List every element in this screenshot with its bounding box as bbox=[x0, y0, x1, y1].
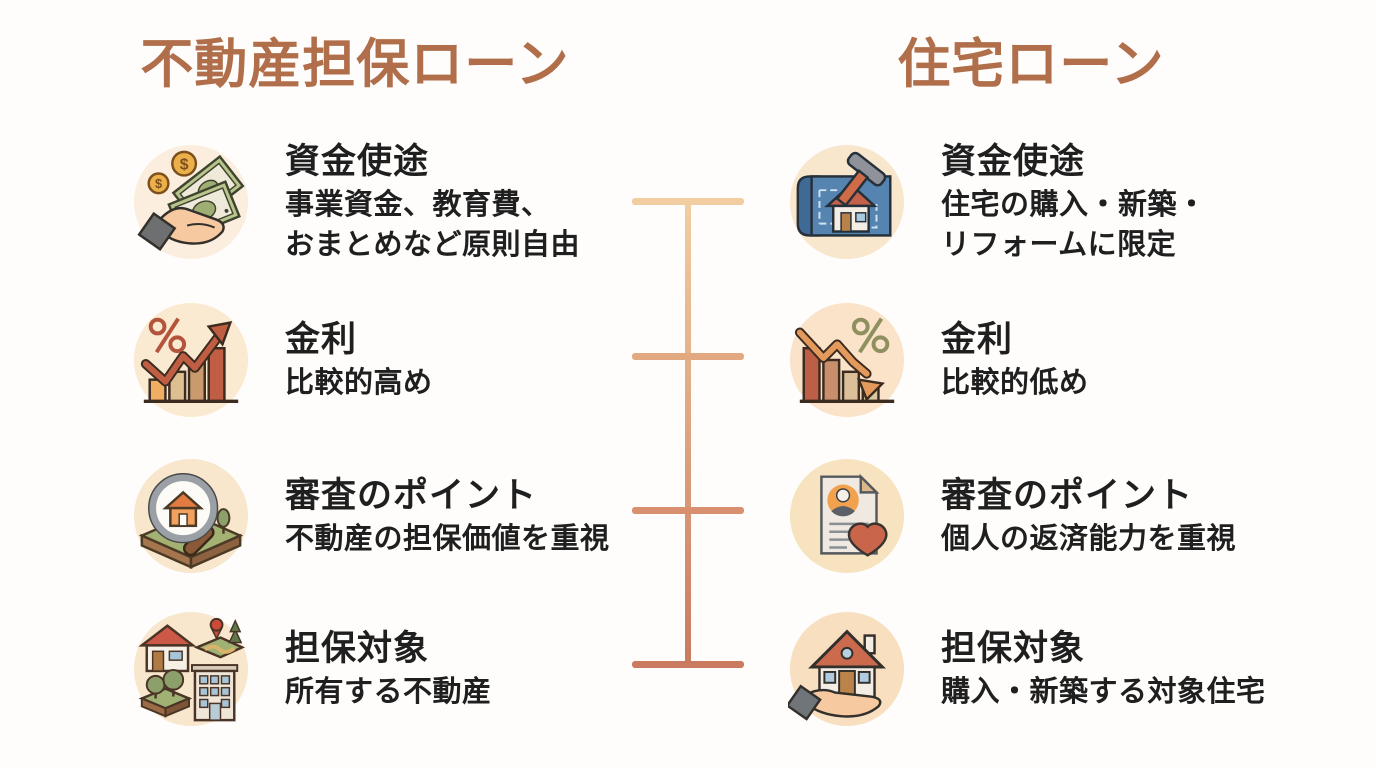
row-description: 所有する不動産 bbox=[285, 676, 492, 708]
svg-text:$: $ bbox=[180, 157, 189, 174]
divider-tick-2 bbox=[632, 353, 744, 360]
row-title: 金利 bbox=[285, 320, 358, 359]
row-left-fund-use: $ $ 資金使途 bbox=[132, 142, 672, 262]
row-left-screening-point: 審査のポイント 不動産の担保価値を重視 bbox=[132, 456, 672, 576]
blueprint-hammer-icon bbox=[788, 143, 906, 261]
row-right-fund-use: 資金使途 住宅の購入・新築・ リフォームに限定 bbox=[788, 142, 1328, 262]
row-title: 金利 bbox=[941, 320, 1014, 359]
left-column-title: 不動産担保ローン bbox=[140, 35, 570, 94]
row-description: 不動産の担保価値を重視 bbox=[285, 523, 610, 555]
svg-text:$: $ bbox=[155, 176, 162, 191]
divider-tick-4 bbox=[632, 661, 744, 668]
magnifier-land-icon bbox=[132, 457, 250, 575]
row-right-interest-rate: 金利 比較的低め bbox=[788, 300, 1328, 420]
hand-house-icon bbox=[788, 610, 906, 728]
real-estate-types-icon bbox=[132, 610, 250, 728]
row-description: 比較的高め bbox=[285, 367, 433, 399]
divider-tick-1 bbox=[632, 198, 744, 205]
row-description: 個人の返済能力を重視 bbox=[941, 523, 1237, 555]
document-heart-icon bbox=[788, 457, 906, 575]
money-hand-icon: $ $ bbox=[132, 143, 250, 261]
divider-vertical-line bbox=[685, 201, 691, 665]
right-column-title: 住宅ローン bbox=[897, 35, 1165, 94]
row-description: 住宅の購入・新築・ リフォームに限定 bbox=[941, 189, 1207, 261]
row-title: 審査のポイント bbox=[941, 476, 1194, 515]
row-left-collateral-target: 担保対象 所有する不動産 bbox=[132, 609, 672, 729]
row-right-screening-point: 審査のポイント 個人の返済能力を重視 bbox=[788, 456, 1328, 576]
row-description: 購入・新築する対象住宅 bbox=[941, 676, 1266, 708]
chart-falling-icon bbox=[788, 301, 906, 419]
row-title: 資金使途 bbox=[941, 142, 1086, 181]
row-right-collateral-target: 担保対象 購入・新築する対象住宅 bbox=[788, 609, 1328, 729]
row-left-interest-rate: 金利 比較的高め bbox=[132, 300, 672, 420]
row-description: 比較的低め bbox=[941, 367, 1089, 399]
row-title: 審査のポイント bbox=[285, 476, 538, 515]
divider-tick-3 bbox=[632, 507, 744, 514]
row-description: 事業資金、教育費、 おまとめなど原則自由 bbox=[285, 189, 581, 261]
row-title: 担保対象 bbox=[285, 629, 430, 668]
row-title: 資金使途 bbox=[285, 142, 430, 181]
chart-rising-icon bbox=[132, 301, 250, 419]
row-title: 担保対象 bbox=[941, 629, 1086, 668]
